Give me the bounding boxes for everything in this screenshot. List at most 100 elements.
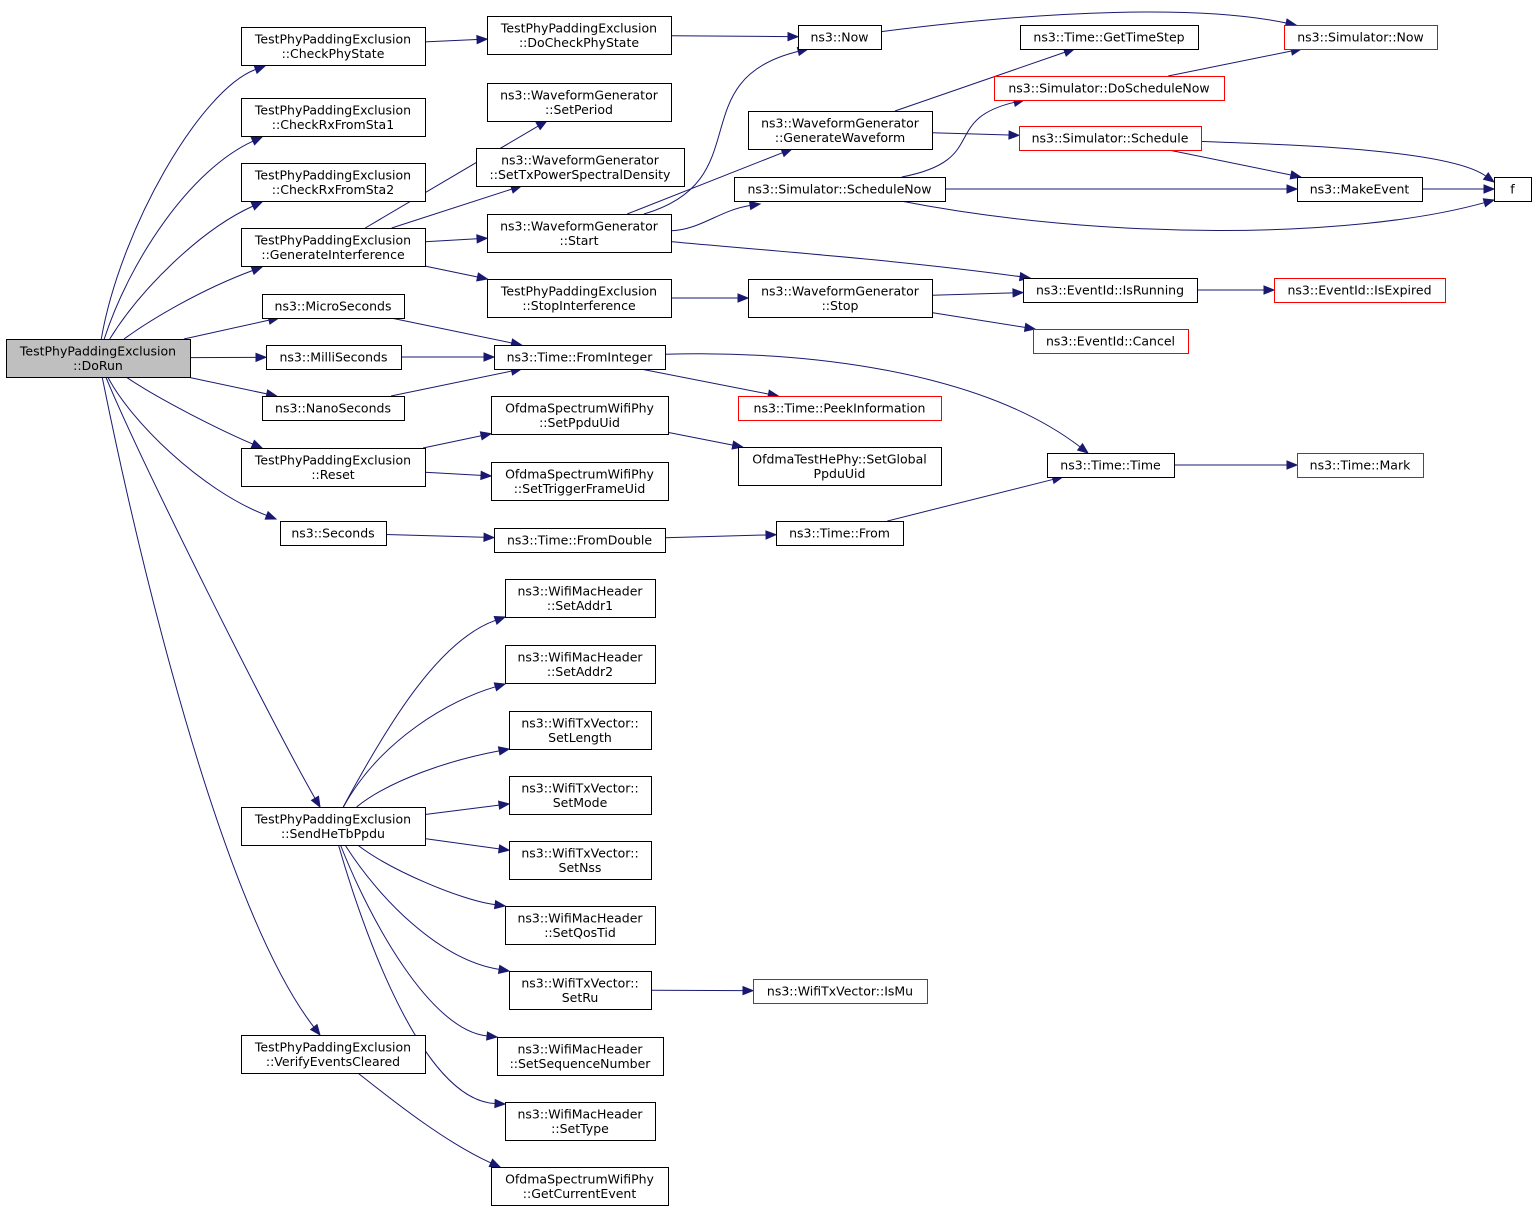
node-setqostid[interactable]: ns3::WifiMacHeader::SetQosTid (505, 906, 656, 945)
node-box[interactable] (734, 177, 946, 202)
node-box[interactable] (1284, 25, 1438, 50)
node-box[interactable] (487, 279, 672, 318)
node-box[interactable] (798, 25, 882, 50)
node-gettimestep[interactable]: ns3::Time::GetTimeStep (1020, 25, 1199, 50)
node-box[interactable] (241, 27, 426, 66)
node-box[interactable] (738, 447, 942, 486)
node-timetime[interactable]: ns3::Time::Time (1047, 453, 1175, 478)
node-schedulenow[interactable]: ns3::Simulator::ScheduleNow (734, 177, 946, 202)
node-box[interactable] (776, 521, 904, 546)
node-box[interactable] (280, 521, 387, 546)
node-box[interactable] (505, 906, 656, 945)
node-timemark[interactable]: ns3::Time::Mark (1297, 453, 1424, 478)
node-box[interactable] (241, 1035, 426, 1074)
node-box[interactable] (1297, 177, 1423, 202)
node-box[interactable] (241, 163, 426, 202)
node-box[interactable] (1019, 126, 1202, 151)
node-box[interactable] (497, 1037, 664, 1076)
node-box[interactable] (509, 776, 652, 815)
node-fromdouble[interactable]: ns3::Time::FromDouble (494, 528, 666, 553)
node-box[interactable] (505, 1102, 656, 1141)
node-box[interactable] (1047, 453, 1175, 478)
node-setru[interactable]: ns3::WifiTxVector::SetRu (509, 971, 652, 1010)
node-box[interactable] (994, 76, 1225, 101)
node-box[interactable] (491, 1167, 669, 1206)
node-box[interactable] (241, 228, 426, 267)
node-stopinterf[interactable]: TestPhyPaddingExclusion::StopInterferenc… (487, 279, 672, 318)
node-box[interactable] (505, 645, 656, 684)
node-simnow[interactable]: ns3::Simulator::Now (1284, 25, 1438, 50)
node-setmode[interactable]: ns3::WifiTxVector::SetMode (509, 776, 652, 815)
node-box[interactable] (494, 528, 666, 553)
node-f[interactable]: f (1494, 177, 1532, 202)
node-ismu[interactable]: ns3::WifiTxVector::IsMu (753, 979, 928, 1004)
node-box[interactable] (1297, 453, 1424, 478)
node-checkphystate[interactable]: TestPhyPaddingExclusion::CheckPhyState (241, 27, 426, 66)
node-box[interactable] (1494, 177, 1532, 202)
node-setnss[interactable]: ns3::WifiTxVector::SetNss (509, 841, 652, 880)
node-settxpsd[interactable]: ns3::WaveformGenerator::SetTxPowerSpectr… (476, 148, 685, 187)
node-box[interactable] (491, 396, 669, 435)
node-box[interactable] (509, 841, 652, 880)
node-box[interactable] (6, 339, 191, 378)
node-box[interactable] (262, 396, 405, 421)
node-box[interactable] (509, 971, 652, 1010)
node-isrunning[interactable]: ns3::EventId::IsRunning (1023, 278, 1198, 303)
node-box[interactable] (505, 579, 656, 618)
node-schedule[interactable]: ns3::Simulator::Schedule (1019, 126, 1202, 151)
node-micro[interactable]: ns3::MicroSeconds (262, 294, 405, 319)
node-wgstart[interactable]: ns3::WaveformGenerator::Start (487, 214, 672, 253)
node-genwaveform[interactable]: ns3::WaveformGenerator::GenerateWaveform (748, 111, 933, 150)
node-setppduuid[interactable]: OfdmaSpectrumWifiPhy::SetPpduUid (491, 396, 669, 435)
node-cancel[interactable]: ns3::EventId::Cancel (1033, 329, 1189, 354)
node-settrigger[interactable]: OfdmaSpectrumWifiPhy::SetTriggerFrameUid (491, 462, 669, 501)
node-box[interactable] (241, 807, 426, 846)
node-geninterf[interactable]: TestPhyPaddingExclusion::GenerateInterfe… (241, 228, 426, 267)
node-box[interactable] (509, 711, 652, 750)
node-milli[interactable]: ns3::MilliSeconds (266, 345, 402, 370)
node-checkrx1[interactable]: TestPhyPaddingExclusion::CheckRxFromSta1 (241, 98, 426, 137)
node-doschedulenow[interactable]: ns3::Simulator::DoScheduleNow (994, 76, 1225, 101)
node-box[interactable] (1020, 25, 1199, 50)
node-setaddr1[interactable]: ns3::WifiMacHeader::SetAddr1 (505, 579, 656, 618)
node-box[interactable] (266, 345, 402, 370)
node-box[interactable] (262, 294, 405, 319)
node-makeevent[interactable]: ns3::MakeEvent (1297, 177, 1423, 202)
node-setaddr2[interactable]: ns3::WifiMacHeader::SetAddr2 (505, 645, 656, 684)
node-box[interactable] (487, 83, 672, 122)
node-setlength[interactable]: ns3::WifiTxVector::SetLength (509, 711, 652, 750)
node-docheckphy[interactable]: TestPhyPaddingExclusion::DoCheckPhyState (487, 16, 672, 55)
node-dorun[interactable]: TestPhyPaddingExclusion::DoRun (6, 339, 191, 378)
node-verify[interactable]: TestPhyPaddingExclusion::VerifyEventsCle… (241, 1035, 426, 1074)
node-timefrom[interactable]: ns3::Time::From (776, 521, 904, 546)
node-frominteger[interactable]: ns3::Time::FromInteger (494, 345, 666, 370)
node-box[interactable] (487, 16, 672, 55)
node-box[interactable] (748, 111, 933, 150)
node-nano[interactable]: ns3::NanoSeconds (262, 396, 405, 421)
node-getcurevent[interactable]: OfdmaSpectrumWifiPhy::GetCurrentEvent (491, 1167, 669, 1206)
node-settype[interactable]: ns3::WifiMacHeader::SetType (505, 1102, 656, 1141)
node-box[interactable] (1274, 278, 1446, 303)
node-box[interactable] (1023, 278, 1198, 303)
node-sendhetb[interactable]: TestPhyPaddingExclusion::SendHeTbPpdu (241, 807, 426, 846)
node-setseq[interactable]: ns3::WifiMacHeader::SetSequenceNumber (497, 1037, 664, 1076)
node-box[interactable] (241, 98, 426, 137)
node-checkrx2[interactable]: TestPhyPaddingExclusion::CheckRxFromSta2 (241, 163, 426, 202)
node-wgstop[interactable]: ns3::WaveformGenerator::Stop (748, 279, 933, 318)
node-setperiod[interactable]: ns3::WaveformGenerator::SetPeriod (487, 83, 672, 122)
node-reset[interactable]: TestPhyPaddingExclusion::Reset (241, 448, 426, 487)
node-peekinfo[interactable]: ns3::Time::PeekInformation (738, 396, 942, 421)
node-box[interactable] (491, 462, 669, 501)
node-box[interactable] (487, 214, 672, 253)
node-box[interactable] (494, 345, 666, 370)
node-isexpired[interactable]: ns3::EventId::IsExpired (1274, 278, 1446, 303)
node-box[interactable] (476, 148, 685, 187)
node-box[interactable] (1033, 329, 1189, 354)
node-now[interactable]: ns3::Now (798, 25, 882, 50)
node-seconds[interactable]: ns3::Seconds (280, 521, 387, 546)
node-box[interactable] (738, 396, 942, 421)
node-box[interactable] (748, 279, 933, 318)
node-box[interactable] (753, 979, 928, 1004)
node-box[interactable] (241, 448, 426, 487)
